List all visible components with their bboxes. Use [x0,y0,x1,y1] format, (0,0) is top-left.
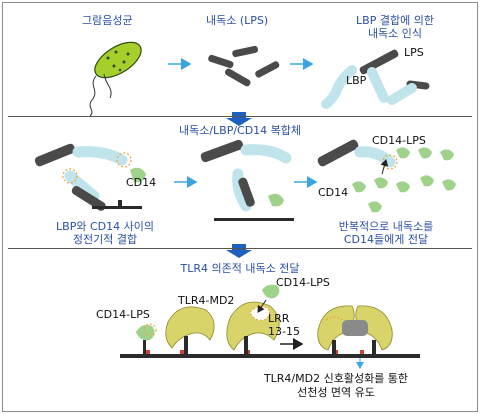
lps-molecules [208,45,280,87]
complex-left [34,143,146,211]
complex-middle [200,139,294,221]
label-complex-header: 내독소/LBP/CD14 복합체 [178,124,302,137]
label-lbp: LBP [346,74,367,87]
result-line-2: 선천성 면역 유도 [297,386,375,399]
bacterium-icon [89,41,142,117]
label-tlr4-header: TLR4 의존적 내독소 전달 [180,262,300,275]
result-line-1: TLR4/MD2 신호활성화를 통한 [263,372,409,385]
label-lps: LPS [404,46,424,59]
label-cd14-lps-top: CD14-LPS [276,276,330,289]
label-bacteria: 그람음성균 [82,14,133,27]
separator-1 [8,116,472,117]
separator-2 [8,248,472,249]
label-cd14-left: CD14 [126,176,157,189]
cd14-lps-small [136,323,157,354]
label-cd14-lps-left: CD14-LPS [96,308,150,321]
tlr4-md2-1 [165,306,215,354]
label-lrr-2: 13-15 [268,325,300,338]
caption-left-2: 정전기적 결합 [72,233,138,246]
tlr4-dimer [317,305,393,369]
label-tlr4-md2: TLR4-MD2 [178,294,235,307]
caption-left-1: LBP와 CD14 사이의 [56,220,154,233]
label-recognition-2: 내독소 인식 [367,27,423,40]
caption-right-2: CD14들에게 전달 [343,233,429,246]
lbp-lps-complex [321,49,430,109]
label-cd14-lps: CD14-LPS [372,134,426,147]
caption-right-1: 반복적으로 내독소를 [338,220,434,233]
label-recognition-1: LBP 결합에 의한 [356,14,434,27]
tlr4-md2-2 [226,284,280,354]
separator-arrow-1 [226,112,252,126]
label-lrr-1: LRR [268,312,290,325]
label-endotoxin: 내독소 (LPS) [206,14,269,27]
separator-arrow-2 [226,244,252,258]
label-cd14-right: CD14 [318,186,349,199]
complex-right [317,139,456,213]
